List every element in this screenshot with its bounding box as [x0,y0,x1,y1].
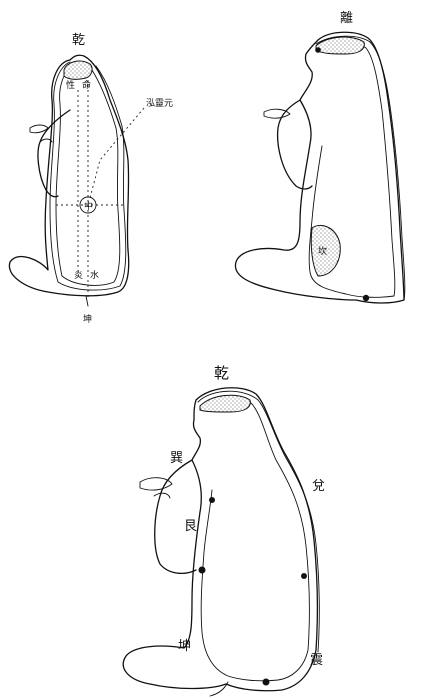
figure-1-label-base: 坤 [83,313,92,325]
figure-1-label-bottom-left: 炎 [74,270,83,281]
figure-3-label-upper-left: 巽 [170,451,183,466]
figure-1-label-head-left: 性 [66,79,75,91]
figure-2: 離 坎 [235,11,404,303]
figure-1: 乾 性 命 泓靈元 中 炎 水 坤 [9,33,173,325]
figure-1-label-head-right: 命 [82,79,91,91]
figure-3-label-left: 艮 [184,519,197,534]
figure-1-label-bottom-right: 水 [90,269,99,281]
figure-3: 乾 巽 艮 兌 坤 震 [123,364,325,696]
figure-2-label-top: 離 [340,11,353,26]
figure-3-node-top [209,497,215,503]
figure-2-node-top [315,47,321,53]
figure-3-arm [155,460,196,573]
figure-1-arm [38,110,70,197]
figure-1-body [9,55,128,296]
figure-1-label-top: 乾 [72,33,85,48]
figure-3-channel-inner [201,397,309,681]
figure-3-node-bottom [263,679,270,686]
figure-1-brain [64,61,92,79]
figure-3-node-left [199,567,206,574]
figure-3-label-top: 乾 [214,364,229,382]
figure-2-node-bottom [363,295,369,301]
figure-3-node-right [301,573,307,579]
figure-1-label-callout: 泓靈元 [146,98,173,109]
figure-3-brain [200,395,250,412]
figure-1-label-center: 中 [84,200,93,212]
figure-3-body [123,388,317,691]
figure-1-callout-leader [90,108,144,198]
figure-3-channel-outer [198,391,319,652]
figure-3-label-right: 兌 [312,479,325,494]
figure-3-label-bottom-right: 震 [310,653,323,668]
figure-2-label-belly: 坎 [318,245,327,257]
figure-2-brain [316,37,364,54]
figure-3-label-bottom-left: 坤 [178,639,191,654]
figure-1-base [86,296,88,306]
